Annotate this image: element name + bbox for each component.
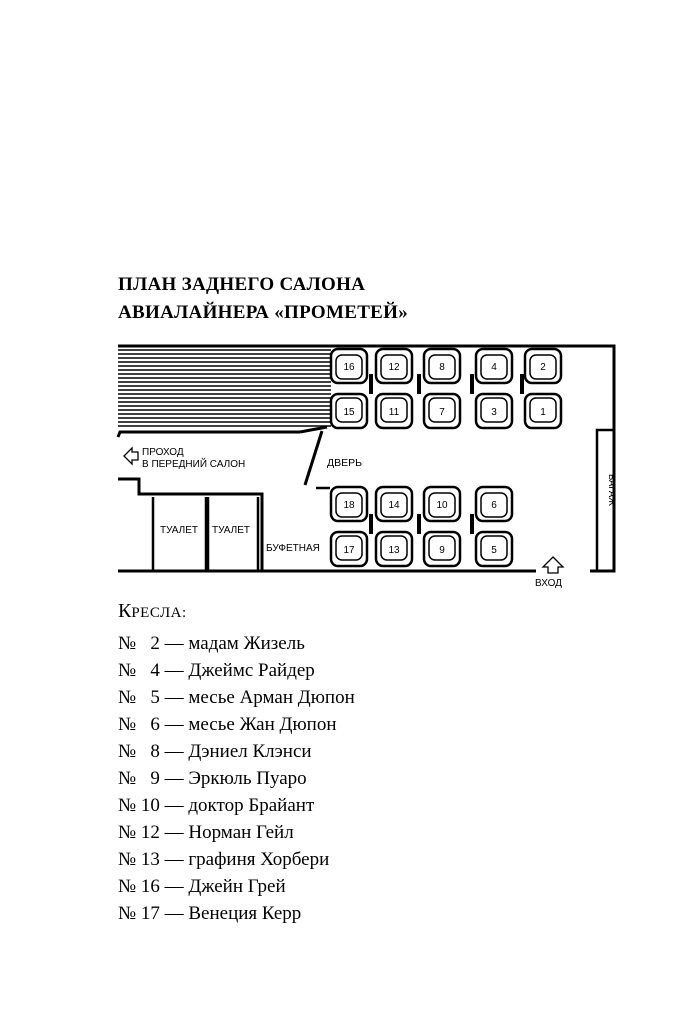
seat-4: 4	[474, 347, 514, 385]
seat-2: 2	[523, 347, 563, 385]
legend-item: № 4 — Джеймс Райдер	[118, 660, 315, 681]
seat-number: 14	[388, 500, 400, 511]
seat-15: 15	[329, 392, 369, 430]
seat-17: 17	[329, 530, 369, 568]
passage-arrow-icon	[123, 446, 139, 466]
legend-item: № 12 — Норман Гейл	[118, 822, 294, 843]
seat-number: 18	[343, 500, 355, 511]
passage-hatching	[118, 349, 331, 427]
passage-label-line: В ПЕРЕДНИЙ САЛОН	[142, 457, 245, 470]
seat-7: 7	[422, 392, 462, 430]
seat-14: 14	[374, 485, 414, 523]
seat-9: 9	[422, 530, 462, 568]
seat-number: 10	[436, 500, 448, 511]
legend-header: КРЕСЛА:	[118, 600, 187, 622]
baggage-label: БАГАЖ	[606, 474, 617, 506]
seat-number: 2	[540, 362, 546, 373]
legend-item: № 13 — графиня Хорбери	[118, 849, 330, 870]
seat-number: 13	[388, 545, 400, 556]
seat-10: 10	[422, 485, 462, 523]
seat-legend: КРЕСЛА: № 2 — мадам Жизель № 4 — Джеймс Р…	[118, 598, 355, 927]
seat-number: 7	[439, 407, 445, 418]
seat-18: 18	[329, 485, 369, 523]
seat-number: 17	[343, 545, 355, 556]
seat-dividers	[369, 374, 524, 534]
page-title: ПЛАН ЗАДНЕГО САЛОНА АВИАЛАЙНЕРА «ПРОМЕТЕ…	[118, 271, 408, 327]
seat-number: 12	[388, 362, 400, 373]
buffet-label: БУФЕТНАЯ	[266, 543, 320, 554]
seat-number: 11	[389, 407, 400, 418]
toilet-walls	[151, 497, 260, 571]
seat-5: 5	[474, 530, 514, 568]
legend-item: № 16 — Джейн Грей	[118, 876, 286, 897]
passage-label-line: ПРОХОД	[142, 447, 184, 458]
seat-16: 16	[329, 347, 369, 385]
seat-8: 8	[422, 347, 462, 385]
seat-number: 15	[343, 407, 355, 418]
toilet-label-1: ТУАЛЕТ	[160, 525, 198, 536]
legend-item: № 6 — месье Жан Дюпон	[118, 714, 337, 735]
legend-item: № 17 — Венеция Керр	[118, 903, 302, 924]
entrance-label: ВХОД	[535, 578, 562, 589]
baggage-compartment	[595, 428, 616, 573]
title-line-1: ПЛАН ЗАДНЕГО САЛОНА	[118, 274, 366, 295]
door-line	[303, 430, 324, 486]
toilet-label-2: ТУАЛЕТ	[212, 525, 250, 536]
seat-number: 8	[439, 362, 445, 373]
entrance-arrow-icon	[541, 556, 565, 574]
legend-item: № 9 — Эркюль Пуаро	[118, 768, 307, 789]
seat-number: 3	[491, 407, 497, 418]
seat-number: 6	[491, 500, 497, 511]
seats: 16 12 8 4 2 15 11 7 3 1 18 14 10 6 17 13 9 5	[329, 347, 563, 568]
legend-list: № 2 — мадам Жизель № 4 — Джеймс Райдер № 5…	[118, 630, 355, 927]
title-line-2: АВИАЛАЙНЕРА «ПРОМЕТЕЙ»	[118, 302, 409, 323]
door-label: ДВЕРЬ	[327, 457, 362, 469]
legend-item: № 2 — мадам Жизель	[118, 633, 305, 654]
seat-number: 9	[439, 545, 445, 556]
seat-number: 16	[343, 362, 355, 373]
seat-12: 12	[374, 347, 414, 385]
legend-item: № 10 — доктор Брайант	[118, 795, 315, 816]
seat-13: 13	[374, 530, 414, 568]
seat-number: 1	[540, 407, 546, 418]
seat-6: 6	[474, 485, 514, 523]
seat-number: 5	[491, 545, 497, 556]
seat-3: 3	[474, 392, 514, 430]
legend-item: № 5 — месье Арман Дюпон	[118, 687, 355, 708]
legend-item: № 8 — Дэниел Клэнси	[118, 741, 312, 762]
seat-1: 1	[523, 392, 563, 430]
seat-11: 11	[374, 392, 414, 430]
seat-number: 4	[491, 362, 497, 373]
